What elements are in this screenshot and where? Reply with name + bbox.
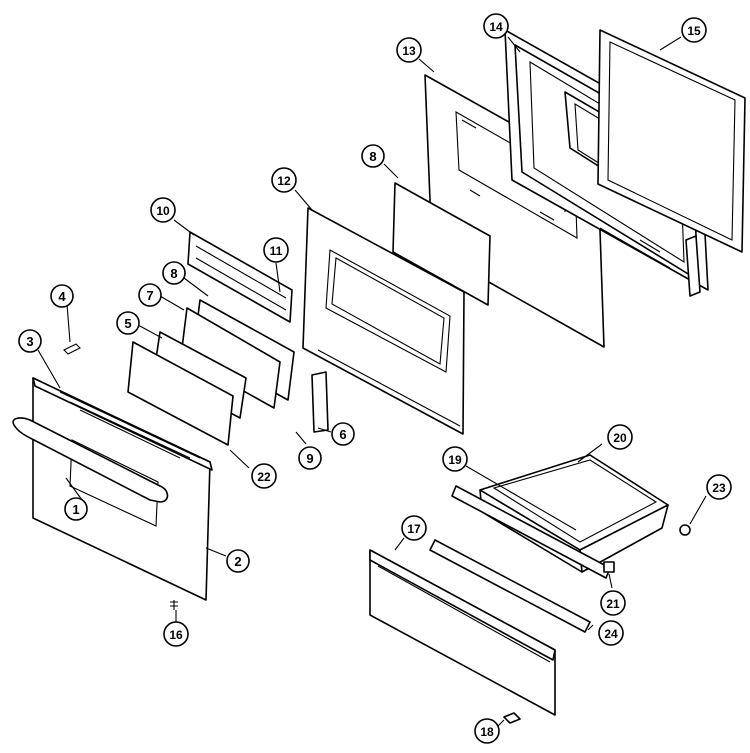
callout-2: 2 <box>226 549 250 573</box>
glass-retainer-bracket <box>187 231 293 323</box>
callout-14: 14 <box>483 13 509 39</box>
svg-text:18: 18 <box>480 725 494 739</box>
drawer-rail <box>429 539 591 633</box>
callout-11: 11 <box>263 237 289 263</box>
svg-text:5: 5 <box>124 316 131 331</box>
svg-text:14: 14 <box>489 20 503 34</box>
callout-6: 6 <box>331 422 355 446</box>
callout-23: 23 <box>706 474 732 500</box>
screw-4 <box>63 343 81 355</box>
callout-22: 22 <box>251 463 277 489</box>
callout-10: 10 <box>150 197 176 223</box>
callout-12: 12 <box>271 167 297 193</box>
svg-text:19: 19 <box>448 453 462 467</box>
side-bracket <box>311 371 329 433</box>
callout-5: 5 <box>116 311 140 335</box>
callout-1: 1 <box>64 497 88 521</box>
svg-text:9: 9 <box>306 451 313 466</box>
svg-text:1: 1 <box>72 502 79 517</box>
svg-text:16: 16 <box>169 628 183 642</box>
svg-text:8: 8 <box>369 149 376 164</box>
window-glass-upper <box>392 182 491 306</box>
svg-text:22: 22 <box>257 470 271 484</box>
svg-text:20: 20 <box>613 431 627 445</box>
svg-text:21: 21 <box>606 597 620 611</box>
svg-text:2: 2 <box>234 554 241 569</box>
callout-19: 19 <box>442 446 468 472</box>
callout-4: 4 <box>50 284 74 308</box>
callout-21: 21 <box>600 590 626 616</box>
door-handle <box>12 417 169 503</box>
nut-23 <box>679 524 691 536</box>
bumper-18 <box>503 712 521 724</box>
svg-text:15: 15 <box>687 24 701 38</box>
svg-text:8: 8 <box>170 266 177 281</box>
oven-door-outer <box>32 377 213 601</box>
svg-text:4: 4 <box>58 289 66 304</box>
svg-text:11: 11 <box>270 244 283 258</box>
callout-13: 13 <box>396 37 422 63</box>
callout-9: 9 <box>298 446 322 470</box>
callout-18: 18 <box>474 718 500 744</box>
callout-8-upper: 8 <box>361 144 385 168</box>
glass-panel-7 <box>180 307 281 409</box>
door-gasket <box>597 29 746 253</box>
svg-text:12: 12 <box>277 174 291 188</box>
svg-text:24: 24 <box>604 627 618 641</box>
callout-24: 24 <box>598 620 624 646</box>
callout-3: 3 <box>18 329 42 353</box>
drawer-glide <box>451 485 615 579</box>
inner-door-panel <box>302 207 465 435</box>
callout-16: 16 <box>163 621 189 647</box>
svg-text:17: 17 <box>407 522 421 536</box>
drawer-front <box>369 549 556 716</box>
callout-15: 15 <box>681 17 707 43</box>
svg-text:13: 13 <box>402 44 416 58</box>
callouts: 1 2 3 4 5 6 7 8 8 9 10 11 12 13 14 15 16… <box>18 13 732 744</box>
callout-8-lower: 8 <box>162 261 186 285</box>
stud-16 <box>170 600 178 610</box>
callout-20: 20 <box>607 424 633 450</box>
leader-lines <box>37 36 707 731</box>
svg-text:10: 10 <box>156 204 170 218</box>
callout-7: 7 <box>138 283 162 307</box>
svg-text:23: 23 <box>712 481 726 495</box>
svg-text:6: 6 <box>339 427 346 442</box>
svg-text:3: 3 <box>26 334 33 349</box>
callout-17: 17 <box>401 515 427 541</box>
glass-panel-inner <box>127 341 234 446</box>
svg-text:7: 7 <box>146 288 153 303</box>
